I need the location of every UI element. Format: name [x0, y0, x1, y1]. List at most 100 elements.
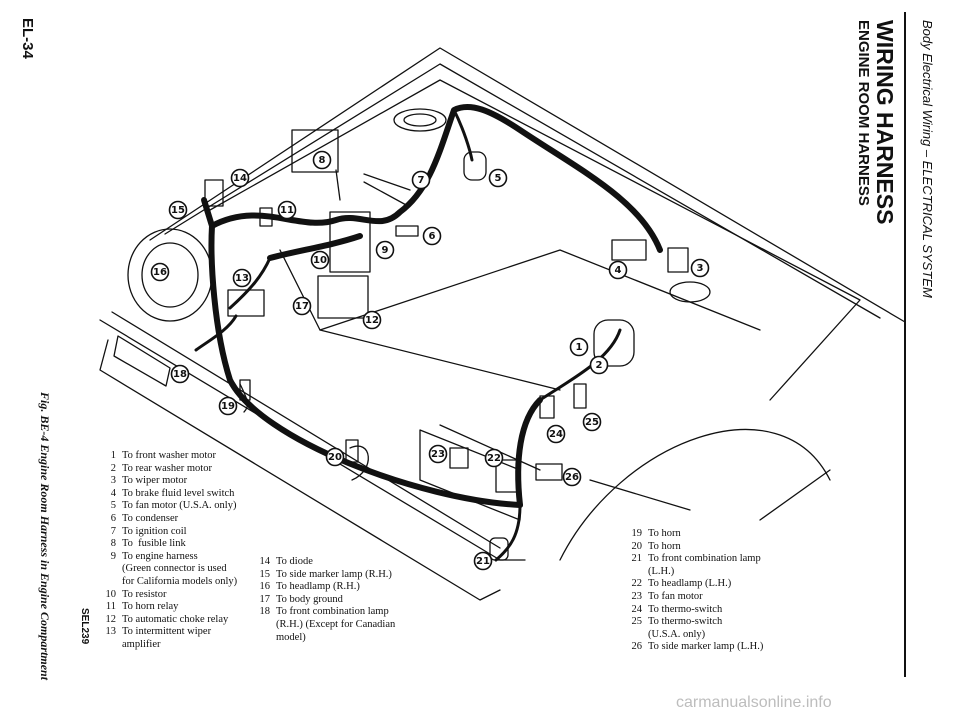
legend-number: [622, 629, 648, 642]
callout-circle: [230, 168, 250, 188]
callout-circle: [362, 310, 382, 330]
legend-number: 5: [110, 500, 116, 512]
callout-number: 10: [313, 255, 327, 266]
callout-number: 22: [487, 453, 501, 464]
page-number: EL-34: [19, 18, 36, 59]
legend-number: 9: [110, 550, 116, 562]
legend-text: To body ground: [276, 593, 343, 605]
callout-number: 3: [697, 263, 704, 274]
legend-item: 4 To brake fluid level switch: [96, 488, 237, 501]
legend-text: amplifier: [122, 638, 161, 650]
legend-number: 26: [631, 641, 643, 653]
callout-16: 16: [150, 262, 170, 282]
legend-item: 5 To fan motor (U.S.A. only): [96, 500, 237, 513]
callout-17: 17: [292, 296, 312, 316]
callout-number: 19: [221, 401, 235, 412]
legend-item: (R.H.) (Except for Canadian: [250, 619, 395, 632]
legend-text: To rear washer motor: [122, 462, 212, 474]
legend-text: To thermo-switch: [648, 603, 723, 615]
legend-text: To fan motor: [648, 590, 703, 602]
legend-number: 18: [259, 606, 271, 618]
callout-circle: [562, 467, 582, 487]
callout-number: 13: [235, 273, 249, 284]
legend-number: 25: [631, 616, 643, 628]
callout-circle: [375, 240, 395, 260]
legend-item: (L.H.): [622, 566, 763, 579]
legend-number: 15: [259, 568, 271, 580]
callout-13: 13: [232, 268, 252, 288]
callout-number: 17: [295, 301, 309, 312]
callout-6: 6: [422, 226, 442, 246]
callout-number: 24: [549, 429, 563, 440]
legend-number: 20: [631, 540, 643, 552]
legend-number: 22: [631, 578, 643, 590]
legend-text: To headlamp (R.H.): [276, 581, 360, 593]
legend-text: To intermittent wiper: [122, 626, 212, 638]
legend-number: 13: [105, 626, 117, 638]
legend-number: 11: [105, 601, 116, 613]
callout-22: 22: [484, 448, 504, 468]
callout-10: 10: [310, 250, 330, 270]
legend-number: 10: [105, 588, 117, 600]
callout-circle: [168, 200, 188, 220]
callout-number: 16: [153, 267, 167, 278]
legend-number: 8: [110, 538, 116, 550]
legend-item: 17 To body ground: [250, 594, 395, 607]
legend-text: To horn relay: [122, 601, 179, 613]
callout-number: 1: [576, 342, 583, 353]
callout-5: 5: [488, 168, 508, 188]
callout-circle: [582, 412, 602, 432]
legend-text: To front combination lamp: [648, 553, 761, 565]
callout-circle: [170, 364, 190, 384]
legend-number: 14: [259, 556, 271, 567]
callout-4: 4: [608, 260, 628, 280]
callout-number: 8: [319, 155, 326, 166]
callout-number: 2: [596, 360, 603, 371]
legend-number: [250, 632, 276, 645]
callout-number: 12: [365, 315, 379, 326]
legend-number: [96, 639, 122, 652]
callout-11: 11: [277, 200, 297, 220]
callout-circle: [589, 355, 609, 375]
callout-circle: [608, 260, 628, 280]
legend-item: 13 To intermittent wiper: [96, 626, 237, 639]
legend-item: (Green connector is used: [96, 563, 237, 576]
callout-number: 7: [418, 175, 425, 186]
legend-number: 4: [110, 487, 116, 499]
legend-number: 17: [259, 593, 271, 605]
legend-number: 24: [631, 603, 643, 615]
callout-number: 20: [328, 452, 342, 463]
legend-text: To automatic choke relay: [122, 613, 229, 625]
callout-26: 26: [562, 467, 582, 487]
callout-circle: [473, 551, 493, 571]
legend-text: To horn: [648, 528, 681, 539]
legend-text: To brake fluid level switch: [122, 487, 235, 499]
callout-24: 24: [546, 424, 566, 444]
figure-code: SEL239: [79, 608, 90, 645]
legend-text: To side marker lamp (L.H.): [648, 641, 764, 653]
callout-1: 1: [569, 337, 589, 357]
legend-number: 12: [105, 613, 117, 625]
callout-20: 20: [325, 447, 345, 467]
callout-circle: [488, 168, 508, 188]
callout-number: 25: [585, 417, 599, 428]
callout-number: 23: [431, 449, 445, 460]
legend-text: To fan motor (U.S.A. only): [122, 500, 237, 512]
legend-number: 2: [110, 462, 116, 474]
callout-14: 14: [230, 168, 250, 188]
callout-circle: [277, 200, 297, 220]
